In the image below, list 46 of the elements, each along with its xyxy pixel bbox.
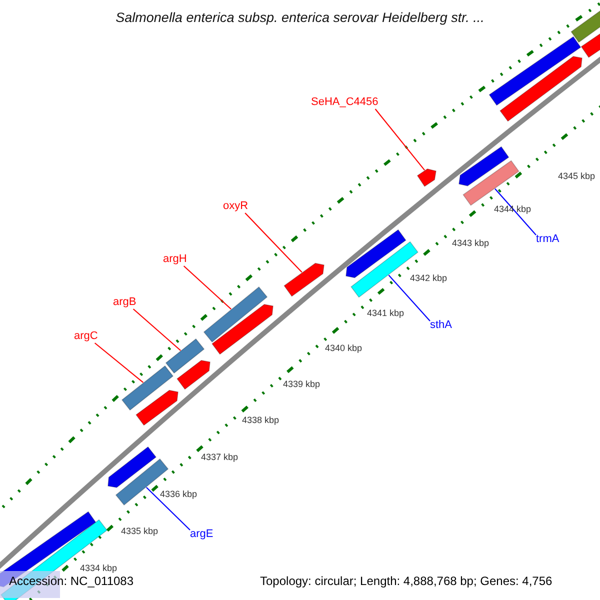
- leader-line: [146, 487, 190, 530]
- scale-label: 4345 kbp: [558, 171, 596, 182]
- scale-label: 4342 kbp: [410, 273, 448, 284]
- leader-line: [374, 108, 426, 171]
- gene-feature: [212, 304, 274, 355]
- gene-feature: [500, 56, 582, 122]
- scale-label: 4336 kbp: [160, 489, 198, 500]
- gene-label: argH: [163, 252, 187, 266]
- leader-line: [494, 188, 536, 236]
- gene-feature: [176, 360, 210, 390]
- gene-feature: [346, 229, 406, 278]
- scale-label: 4343 kbp: [452, 238, 490, 249]
- gene-label: trmA: [536, 232, 560, 246]
- gene-feature: [284, 262, 324, 297]
- gene-feature: [416, 168, 436, 187]
- genome-info-text: Topology: circular; Length: 4,888,768 bp; Genes: 4,756: [260, 574, 552, 589]
- gene-feature: [165, 338, 205, 374]
- scale-label: 4341 kbp: [367, 308, 404, 319]
- leader-line: [244, 212, 302, 273]
- title: Salmonella enterica subsp. enterica serovar Heidelberg str. ...: [114, 9, 486, 27]
- gene-feature: [462, 160, 520, 206]
- scale-label: 4337 kbp: [201, 452, 238, 463]
- scale-label: 4338 kbp: [242, 415, 280, 426]
- leader-line: [388, 274, 430, 322]
- gene-feature: [458, 146, 510, 186]
- scale-label: 4340 kbp: [325, 343, 362, 354]
- gene-feature: [570, 8, 600, 43]
- scale-label: 4335 kbp: [121, 526, 158, 537]
- gene-label: SeHA_C4456: [311, 95, 378, 109]
- gene-feature: [136, 390, 178, 426]
- gene-feature: [488, 36, 582, 106]
- scale-label: 4334 kbp: [80, 563, 118, 574]
- leader-line: [94, 342, 144, 383]
- leader-line: [183, 266, 232, 310]
- gene-label: oxyR: [223, 199, 248, 213]
- accession-text: Accession: NC_011083: [9, 574, 134, 589]
- leader-line: [132, 308, 181, 351]
- scale-label: 4339 kbp: [283, 379, 320, 390]
- gene-feature: [121, 365, 174, 411]
- gene-label: argC: [74, 329, 98, 343]
- gene-feature: [108, 446, 157, 488]
- gene-label: argE: [190, 527, 214, 541]
- gene-label: argB: [113, 295, 136, 309]
- gene-feature: [203, 286, 268, 343]
- scale-label: 4344 kbp: [494, 204, 532, 215]
- gene-label: sthA: [430, 318, 452, 332]
